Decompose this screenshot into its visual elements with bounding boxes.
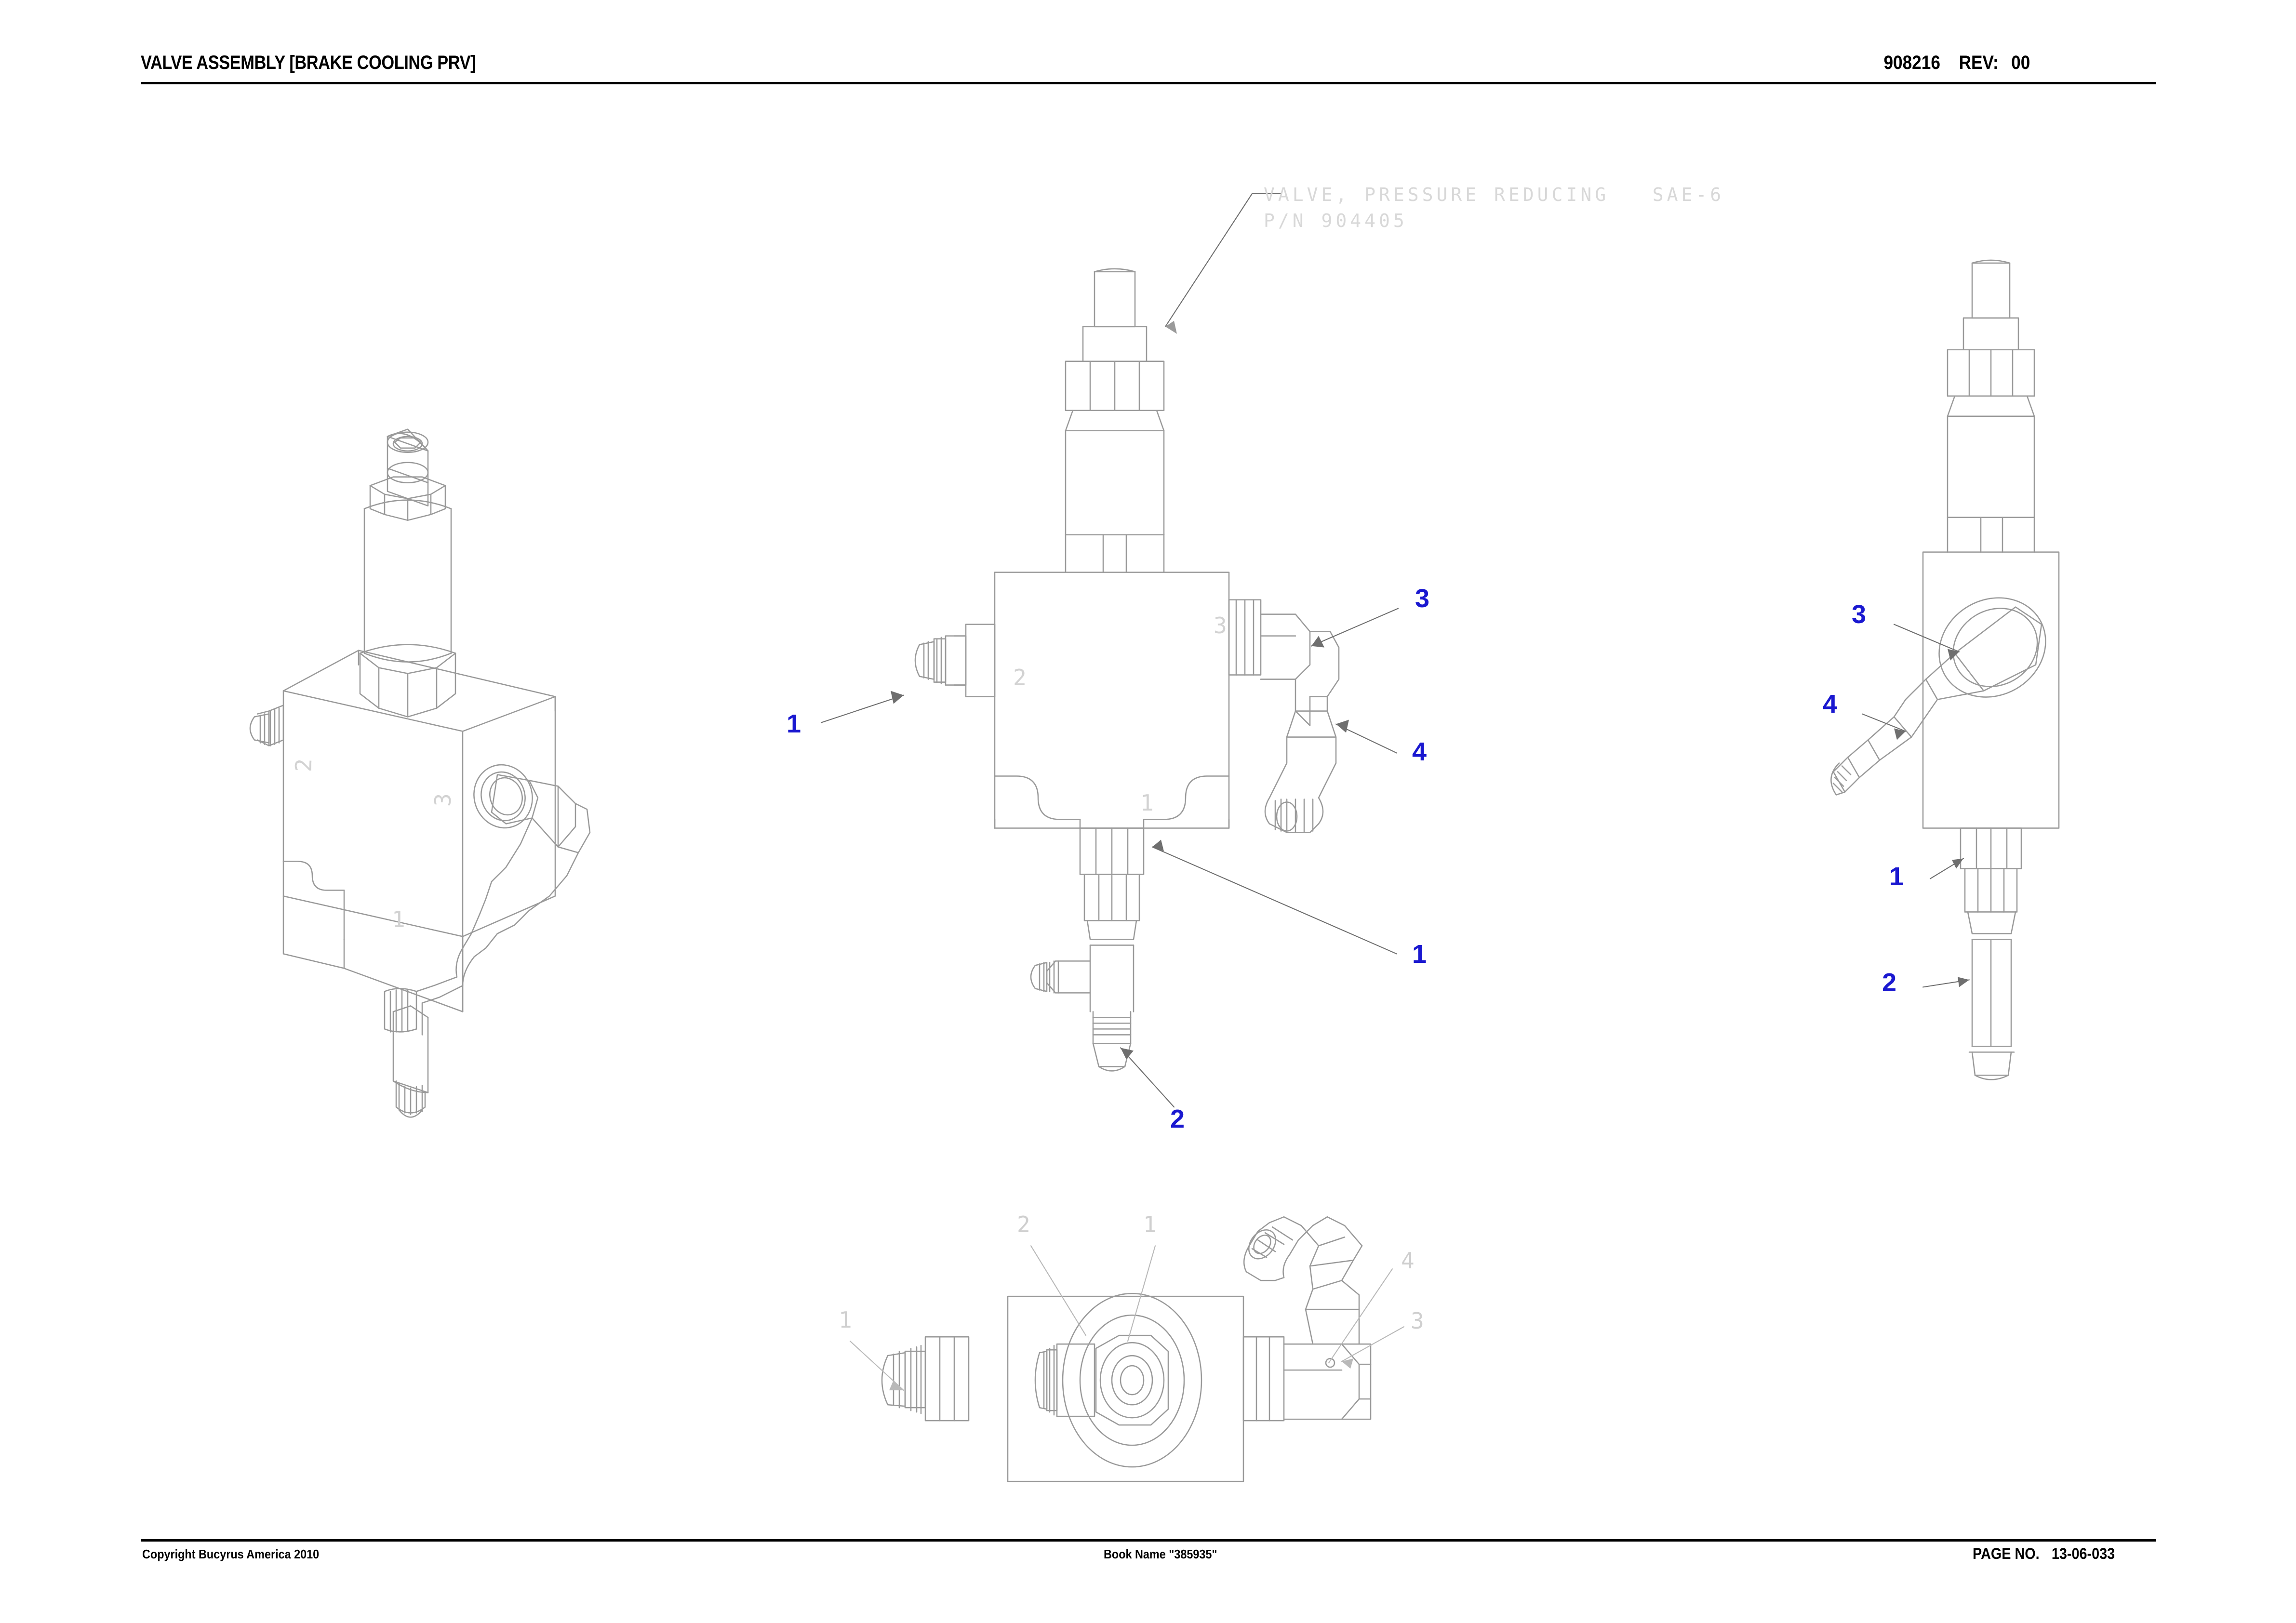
revision-value: 00 xyxy=(2011,52,2030,73)
port-mark-iso-3: 3 xyxy=(429,793,456,807)
callout-plan-1-left[interactable]: 1 xyxy=(839,1307,852,1333)
callout-side-4[interactable]: 4 xyxy=(1823,690,1838,718)
callout-plan-1-center[interactable]: 1 xyxy=(1143,1211,1157,1237)
port-mark-iso-1: 1 xyxy=(392,906,405,932)
part-annotation-line2: P/N 904405 xyxy=(1264,210,1408,231)
callout-side-3[interactable]: 3 xyxy=(1852,600,1867,629)
leader-lines xyxy=(820,193,1970,1391)
page-number-value: 13-06-033 xyxy=(2051,1545,2115,1562)
page-title: VALVE ASSEMBLY [BRAKE COOLING PRV] xyxy=(141,52,476,73)
side-view-geometry xyxy=(1830,259,2060,1080)
callout-plan-3[interactable]: 3 xyxy=(1411,1308,1424,1334)
book-name: Book Name "385935" xyxy=(1104,1547,1217,1561)
page-number-block: PAGE NO. 13-06-033 xyxy=(1973,1545,2115,1563)
page-number-label: PAGE NO. xyxy=(1973,1545,2040,1562)
callout-plan-4[interactable]: 4 xyxy=(1401,1248,1415,1274)
header-divider xyxy=(141,82,2156,84)
callout-front-1-lower[interactable]: 1 xyxy=(1412,940,1427,969)
callout-front-2[interactable]: 2 xyxy=(1170,1104,1185,1133)
doc-number-value: 908216 xyxy=(1883,52,1940,73)
callout-side-1[interactable]: 1 xyxy=(1889,862,1904,891)
part-annotation-line1: VALVE, PRESSURE REDUCING SAE-6 xyxy=(1264,184,1725,205)
plan-view-geometry xyxy=(881,1216,1372,1482)
callout-side-2[interactable]: 2 xyxy=(1882,968,1897,997)
copyright-notice: Copyright Bucyrus America 2010 xyxy=(142,1547,320,1561)
port-mark-front-3: 3 xyxy=(1214,612,1227,639)
callout-front-4[interactable]: 4 xyxy=(1412,737,1427,766)
port-mark-front-1: 1 xyxy=(1140,790,1154,816)
callout-front-1-left[interactable]: 1 xyxy=(787,709,801,738)
port-mark-front-2: 2 xyxy=(1013,665,1027,691)
isometric-view-geometry xyxy=(249,428,591,1118)
footer-divider xyxy=(141,1539,2156,1542)
port-mark-iso-2: 2 xyxy=(290,758,317,772)
front-view-geometry xyxy=(914,268,1340,1072)
callout-front-3[interactable]: 3 xyxy=(1415,584,1430,613)
callout-plan-2[interactable]: 2 xyxy=(1017,1211,1030,1237)
revision-label: REV: xyxy=(1959,52,1999,73)
document-number: 908216 REV: 00 xyxy=(1883,52,2030,74)
